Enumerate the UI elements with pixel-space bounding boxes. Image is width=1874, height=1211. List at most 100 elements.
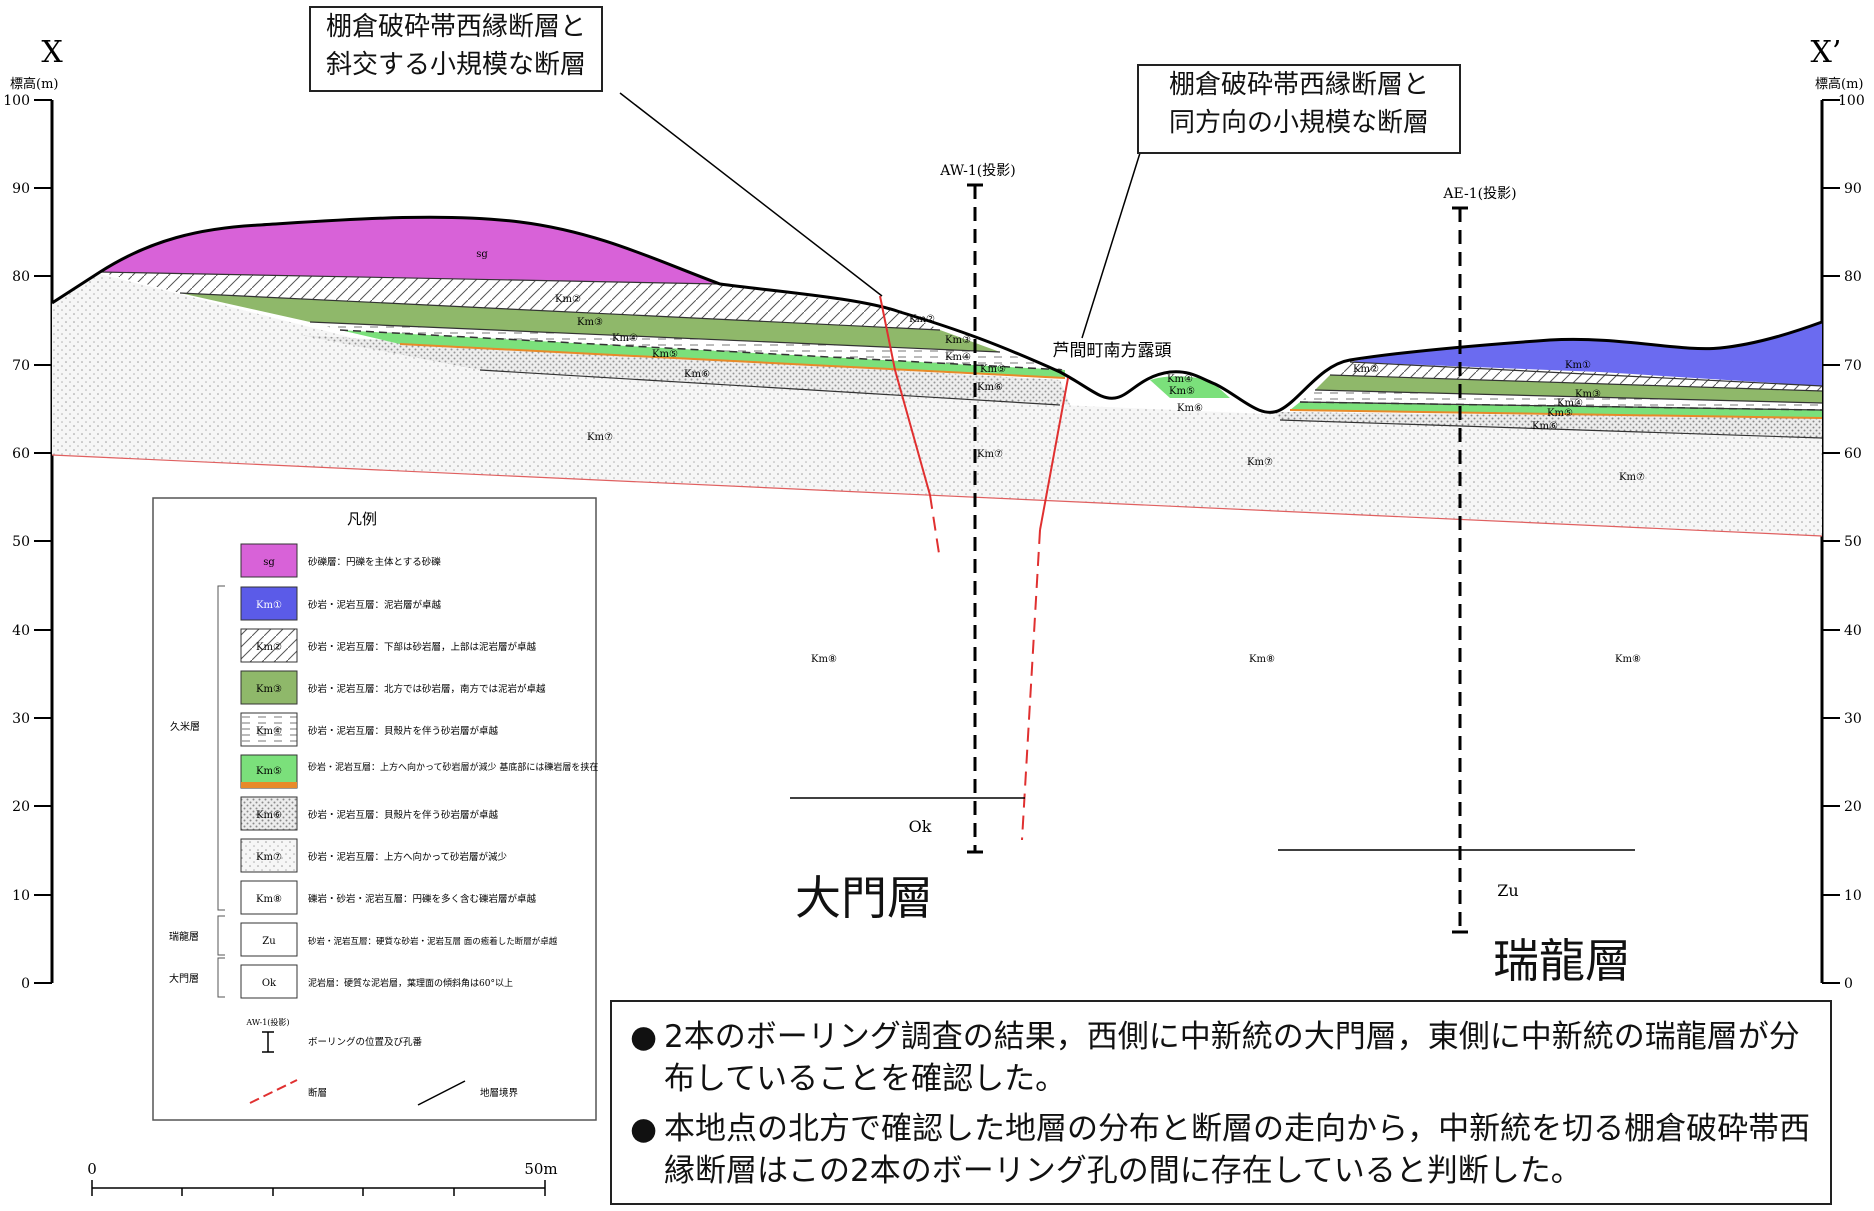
label-ok: Ok [909, 817, 932, 836]
tick-30-r: 30 [1844, 711, 1862, 727]
legend: 凡例 久米層 瑞龍層 大門層 sg Km① Km② Km③ Km④ Km⑤ Km… [152, 497, 598, 1121]
tick-90-r: 90 [1844, 181, 1862, 197]
callout-parallel-leader [1081, 152, 1141, 339]
legend-boundary-desc: 地層境界 [480, 1087, 519, 1099]
fault-right [1039, 377, 1069, 531]
scale-zero: 0 [87, 1160, 97, 1178]
summary-box: 2本のボーリング調査の結果，西側に中新統の大門層，東側に中新統の瑞龍層が分布して… [610, 1000, 1832, 1205]
formation-daimon-label: 大門層 [795, 871, 933, 925]
tick-0: 0 [21, 976, 30, 992]
label-km8-b: Km⑧ [1249, 654, 1275, 665]
label-km2-d: Km② [1353, 364, 1379, 375]
legend-borehole-icon [262, 1031, 274, 1053]
right-section-label: X’ [1811, 35, 1842, 70]
legend-swatch-ok [240, 964, 298, 999]
callout-parallel-fault: 棚倉破砕帯西縁断層と 同方向の小規模な断層 [1137, 64, 1461, 154]
tick-100: 100 [3, 93, 30, 109]
tick-0-r: 0 [1844, 976, 1853, 992]
borehole-ae1 [1452, 206, 1468, 934]
right-tick-labels: 100 90 80 70 60 50 40 30 20 10 0 [1838, 93, 1865, 992]
label-km1: Km① [1565, 360, 1591, 371]
legend-swatch-km4 [240, 712, 298, 747]
outcrop-label: 芦間町南方露頭 [1053, 341, 1172, 361]
label-km7-d: Km⑦ [1619, 472, 1645, 483]
unit-km4-left [310, 322, 1065, 370]
label-km4-b: Km④ [945, 352, 971, 363]
borehole-ae1-label: AE-1(投影) [1442, 186, 1516, 202]
legend-swatch-km3 [240, 670, 298, 705]
left-elev-label: 標高(m) [10, 76, 58, 92]
left-elevation-axis [34, 99, 54, 984]
tick-70-r: 70 [1844, 358, 1862, 374]
label-km4-a: Km④ [612, 333, 638, 344]
geologic-units [51, 215, 1823, 537]
borehole-aw1 [967, 183, 983, 854]
legend-desc-km1: 砂岩・泥岩互層：泥岩層が卓越 [308, 599, 442, 611]
legend-code-km2: Km② [256, 642, 282, 653]
label-km4-c: Km④ [1167, 374, 1193, 385]
formation-zuiryu-label: 瑞龍層 [1493, 934, 1631, 988]
label-km5-c: Km⑤ [1169, 386, 1195, 397]
tick-90: 90 [12, 181, 30, 197]
legend-desc-km6: 砂岩・泥岩互層：貝殻片を伴う砂岩層が卓越 [308, 809, 499, 821]
legend-desc-km5: 砂岩・泥岩互層：上方へ向かって砂岩層が減少 基底部には礫岩層を挟在 [308, 761, 598, 773]
legend-borehole-sym-label: AW-1(投影) [245, 1017, 289, 1027]
tick-80-r: 80 [1844, 269, 1862, 285]
legend-swatch-zu [240, 922, 298, 957]
left-tick-labels: 100 90 80 70 60 50 40 30 20 10 0 [3, 93, 30, 992]
legend-group-zuiryu: 瑞龍層 [169, 930, 199, 943]
unit-sg [100, 217, 720, 284]
tick-30: 30 [12, 711, 30, 727]
label-km5-b: Km⑤ [980, 364, 1006, 375]
tick-70: 70 [12, 358, 30, 374]
label-sg: sg [476, 249, 488, 260]
legend-boundary-icon [417, 1080, 466, 1106]
legend-desc-km4: 砂岩・泥岩互層：貝殻片を伴う砂岩層が卓越 [308, 725, 499, 737]
label-km5-d: Km⑤ [1547, 408, 1573, 419]
legend-swatch-km1 [240, 586, 298, 621]
label-km5-a: Km⑤ [652, 349, 678, 360]
ground-surface [51, 215, 1823, 414]
callout-parallel-line2: 同方向の小規模な断層 [1168, 108, 1429, 138]
label-km7-b: Km⑦ [977, 449, 1003, 460]
km5-dashed-line [339, 329, 1823, 411]
legend-code-km1: Km① [256, 600, 282, 611]
legend-swatch-km6 [240, 796, 298, 831]
legend-code-km7: Km⑦ [256, 852, 282, 863]
legend-code-km3: Km③ [256, 684, 282, 695]
tick-10-r: 10 [1844, 888, 1862, 904]
callout-oblique-line1: 棚倉破砕帯西縁断層と [325, 12, 586, 42]
unit-labels: sg Km② Km③ Km④ Km⑤ Km⑥ Km⑦ Km② Km③ Km④ K… [476, 249, 1645, 665]
summary-item-1: 2本のボーリング調査の結果，西側に中新統の大門層，東側に中新統の瑞龍層が分布して… [630, 1016, 1812, 1100]
legend-fault-desc: 断層 [308, 1087, 327, 1099]
unit-km3-left [180, 293, 1000, 352]
tick-50: 50 [12, 534, 30, 550]
legend-code-sg: sg [263, 557, 275, 568]
scale-bar: 0 50m [87, 1160, 558, 1196]
legend-desc-km8: 礫岩・砂岩・泥岩互層：円礫を多く含む礫岩層が卓越 [308, 893, 537, 905]
unit-km5-left [340, 330, 1065, 378]
km5-base-line [399, 343, 1823, 419]
label-km6-b: Km⑥ [977, 382, 1003, 393]
tick-10: 10 [12, 888, 30, 904]
left-section-label: X [41, 35, 63, 70]
label-km3-d: Km③ [1575, 389, 1601, 400]
label-zu: Zu [1497, 881, 1518, 900]
unit-km4-right [1300, 390, 1822, 410]
label-km2-a: Km② [555, 294, 581, 305]
label-km8-a: Km⑧ [811, 654, 837, 665]
fault-left [879, 295, 931, 496]
callout-oblique-leader [619, 92, 883, 297]
unit-km3-right [1315, 375, 1822, 403]
tick-100-r: 100 [1838, 93, 1865, 109]
legend-code-km5: Km⑤ [256, 766, 282, 777]
borehole-aw1-label: AW-1(投影) [939, 163, 1015, 179]
label-km7-c: Km⑦ [1247, 457, 1273, 468]
tick-40: 40 [12, 623, 30, 639]
summary-item-2: 本地点の北方で確認した地層の分布と断層の走向から，中新統を切る棚倉破砕帯西縁断層… [630, 1108, 1812, 1192]
legend-fault-icon [249, 1079, 298, 1104]
legend-desc-sg: 砂礫層：円礫を主体とする砂礫 [308, 556, 441, 568]
legend-swatch-km2 [240, 628, 298, 663]
label-km7-a: Km⑦ [587, 432, 613, 443]
